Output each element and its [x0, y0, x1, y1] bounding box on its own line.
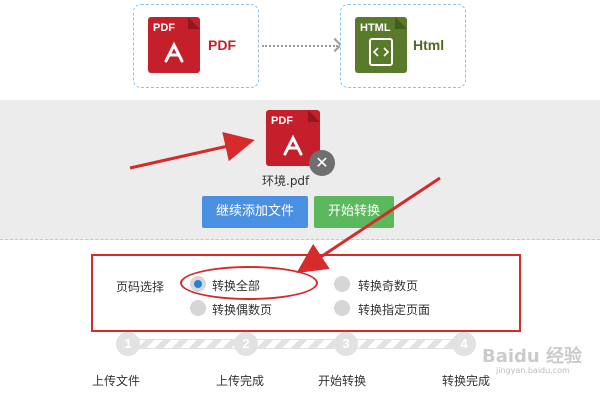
radio-convert-specified[interactable] [334, 300, 350, 316]
close-icon[interactable]: ✕ [309, 150, 335, 176]
step-3-label: 开始转换 [318, 374, 367, 388]
radio-label-convert-odd[interactable]: 转换奇数页 [358, 279, 419, 293]
annotation-ellipse [180, 266, 318, 300]
radio-convert-odd[interactable] [334, 276, 350, 292]
upload-area[interactable]: PDF ✕ 环境.pdf 继续添加文件 开始转换 [0, 100, 600, 240]
radio-label-convert-even[interactable]: 转换偶数页 [212, 303, 273, 317]
acrobat-symbol [164, 41, 184, 63]
step-4-label: 转换完成 [442, 374, 491, 388]
pdf-file-icon: PDF [148, 17, 200, 73]
step-1-circle: 1 [116, 332, 140, 356]
step-4-circle: 4 [452, 332, 476, 356]
baidu-watermark-url: jingyan.baidu.com [496, 366, 570, 375]
add-file-button[interactable]: 继续添加文件 [202, 196, 308, 228]
html-file-icon: HTML [355, 17, 407, 73]
uploaded-file-tag: PDF [271, 115, 293, 127]
step-2-circle: 2 [234, 332, 258, 356]
target-tag: HTML [360, 22, 391, 34]
target-format-box: HTML Html [340, 4, 466, 88]
start-convert-button[interactable]: 开始转换 [314, 196, 394, 228]
step-3-circle: 3 [334, 332, 358, 356]
uploaded-file-name: 环境.pdf [262, 174, 310, 188]
source-format-label: PDF [208, 37, 236, 53]
arrow-right-icon [262, 45, 338, 47]
progress-track [128, 339, 464, 349]
page-select-label: 页码选择 [116, 280, 165, 294]
baidu-watermark: Baidu 经验 [482, 346, 583, 367]
source-format-box: PDF PDF [133, 4, 259, 88]
radio-label-convert-specified[interactable]: 转换指定页面 [358, 303, 431, 317]
step-2-label: 上传完成 [216, 374, 265, 388]
acrobat-symbol [283, 134, 303, 156]
step-1-label: 上传文件 [92, 374, 141, 388]
uploaded-pdf-icon: PDF [266, 110, 320, 166]
source-tag: PDF [153, 22, 175, 34]
code-file-symbol [369, 38, 393, 66]
radio-convert-even[interactable] [190, 300, 206, 316]
target-format-label: Html [413, 37, 445, 53]
